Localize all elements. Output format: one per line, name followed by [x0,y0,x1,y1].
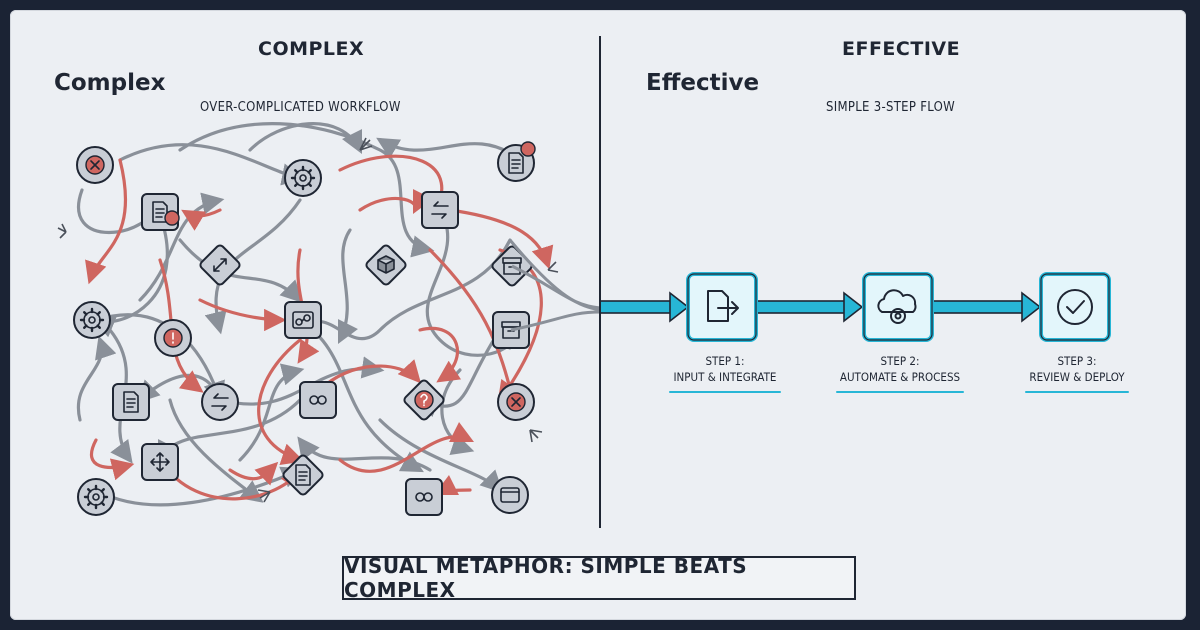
tangle-node-alert-icon [154,319,192,357]
tangle-connector-red [338,421,475,473]
step-2-box [862,272,934,342]
tangle-node-box-icon [365,244,407,286]
metaphor-banner: VISUAL METAPHOR: SIMPLE BEATS COMPLEX [342,554,856,602]
check-circle-icon [1057,289,1093,325]
step-3-caption: STEP 3: REVIEW & DEPLOY [1012,353,1142,393]
effective-subtitle: SIMPLE 3-STEP FLOW [826,100,955,115]
step-2-caption: STEP 2: AUTOMATE & PROCESS [826,353,974,393]
step-3-box [1039,272,1111,342]
flow-arrow-in-head [669,291,690,323]
tangle-connector-gray [118,143,305,186]
tangle-node-expand-arrows-icon [199,244,241,286]
frayed-end [529,429,543,443]
cloud-gear-icon [877,289,917,324]
funnel-connector [510,310,601,332]
tangle-connector-gray [378,418,504,494]
tangle-connector-red [448,208,554,270]
tangle-connector-gray [178,238,304,304]
tangle-node-error-x-icon [76,146,114,184]
tangle-node-document-icon [497,141,536,182]
step-3-name: REVIEW & DEPLOY [1029,370,1125,384]
tangle-connector-gray [238,363,305,462]
effective-title: Effective [646,70,760,96]
tangle-node-link-icon [405,478,443,516]
tangle-node-swap-arrows-icon [421,191,459,229]
tangle-node-document-icon [282,454,324,496]
step-2-label: STEP 2: [880,354,920,368]
step-2-name: AUTOMATE & PROCESS [839,370,961,384]
step-1-name: INPUT & INTEGRATE [673,370,777,384]
tangle-node-archive-icon [491,245,533,287]
flow-arrow-1-2 [755,300,847,314]
tangle-node-move-arrows-icon [141,443,179,481]
tangle-node-loop-icon [299,381,337,419]
flow-arrow-2-3 [931,300,1025,314]
frayed-end [359,137,373,151]
tangle-node-gear-icon [284,159,322,197]
step-3-underline [1025,391,1129,393]
step-1-caption: STEP 1: INPUT & INTEGRATE [660,353,790,393]
frayed-end [547,261,559,273]
tangle-connector-gray [376,137,522,162]
effective-header: EFFECTIVE [842,38,961,60]
tangle-node-browser-icon [491,476,529,514]
frayed-end [57,223,67,239]
step-1-box [686,272,758,342]
step-1-label: STEP 1: [705,354,745,368]
flow-arrow-in [599,300,673,314]
tangle-node-document-icon [112,383,150,421]
tangle-connector-red [418,326,462,383]
tangle-connector-red [85,158,127,285]
simple-flow [508,239,1111,342]
flow-arrow-2-3-head [1021,291,1042,323]
complex-header: COMPLEX [258,38,365,60]
tangle-node-form-icon [141,193,180,231]
complex-title: Complex [54,70,166,96]
step-2-underline [836,391,964,393]
tangle-connector-gray [337,228,359,345]
document-export-icon [707,290,739,322]
funnel-connector [508,239,601,312]
tangle-nodes [73,141,536,516]
tangle-connector-red [257,338,305,465]
tangle-connector-gray [204,198,302,335]
tangle-connector-red [198,298,287,332]
tangle-connector-gray [168,398,264,503]
tangle-connector-red [228,461,279,486]
tangle-connector-gray [138,192,225,302]
tangle-node-swap-arrows-icon [201,383,239,421]
tangle-connector-red [89,438,135,481]
tangle-connector-red [181,208,222,231]
tangle-connector-gray [94,466,305,507]
step-1-underline [669,391,781,393]
tangle-node-question-icon [403,379,445,421]
tangle-connector-gray [248,122,363,155]
complex-subtitle: OVER-COMPLICATED WORKFLOW [200,100,401,115]
tangle-node-gear-icon [77,478,115,516]
tangle-connector-gray [76,335,117,422]
flow-arrow-1-2-head [843,291,864,323]
tangle-node-error-x-icon [497,383,535,421]
tangle-connector-gray [296,238,512,341]
frayed-end [257,489,271,503]
step-3-label: STEP 3: [1057,354,1097,368]
tangle-node-workflow-icon [284,301,322,339]
tangle-connector-red [358,188,434,215]
tangle-node-gear-icon [73,301,111,339]
